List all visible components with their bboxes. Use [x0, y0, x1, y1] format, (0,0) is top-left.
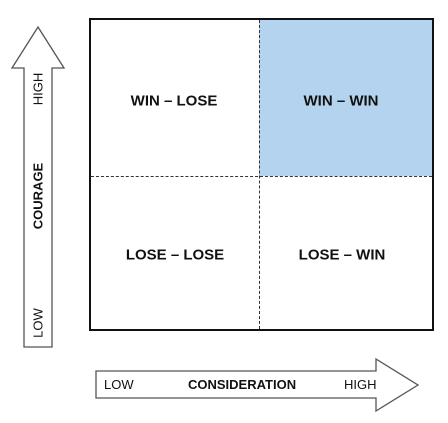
quadrant-top-right-label: WIN – WIN: [303, 92, 379, 110]
quadrant-top-left-label: WIN – LOSE: [130, 92, 218, 110]
x-axis-low-label: LOW: [104, 377, 134, 392]
y-axis-high-label: HIGH: [30, 72, 46, 106]
y-axis-title: COURAGE: [30, 162, 46, 230]
x-axis-high-label: HIGH: [344, 377, 377, 392]
y-axis-low-label: LOW: [30, 308, 46, 338]
quadrant-bottom-right-label: LOSE – WIN: [298, 246, 386, 264]
x-axis-title: CONSIDERATION: [188, 377, 297, 392]
y-axis-arrow: [10, 25, 66, 348]
win-win-highlight: [259, 20, 432, 176]
matrix-grid: [89, 18, 434, 331]
horizontal-divider: [91, 176, 432, 177]
quadrant-bottom-left-label: LOSE – LOSE: [125, 246, 225, 264]
x-axis-arrow: [95, 357, 420, 413]
vertical-divider: [259, 20, 260, 329]
